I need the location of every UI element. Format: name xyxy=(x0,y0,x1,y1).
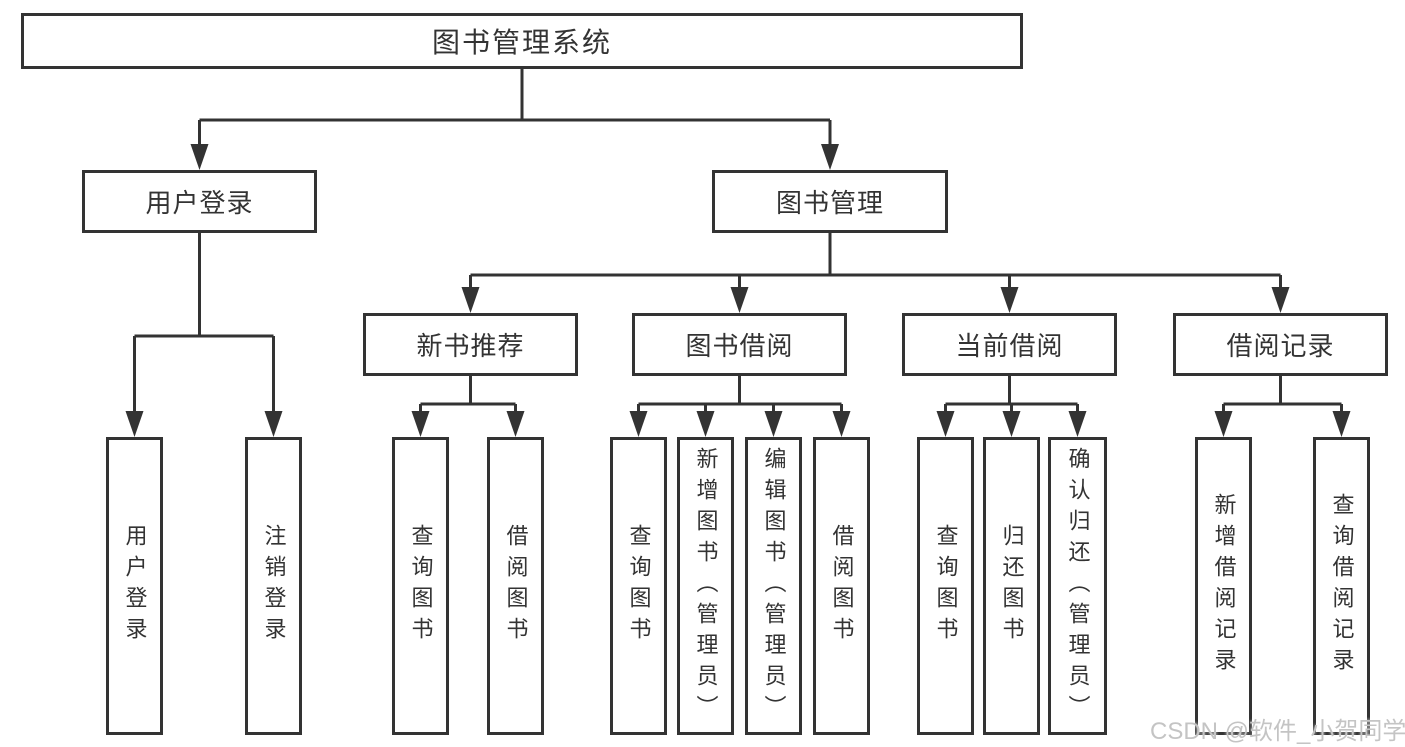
leaf-borrow-borrow-books: 借阅图书 xyxy=(813,437,870,735)
arrowhead xyxy=(1214,411,1233,437)
leaf-current-confirm-return-admin: 确认归还（管理员） xyxy=(1048,437,1107,735)
leaf-newbooks-query-books: 查询图书 xyxy=(392,437,449,735)
node-label: 用户登录 xyxy=(122,524,148,648)
arrowhead xyxy=(1068,411,1087,437)
node-label: 图书借阅 xyxy=(685,331,794,361)
connector-new-book-children xyxy=(411,376,525,437)
leaf-records-query-borrow-record: 查询借阅记录 xyxy=(1313,437,1370,735)
node-label: 新增图书（管理员） xyxy=(693,446,719,726)
node-label: 用户登录 xyxy=(145,188,254,218)
leaf-user-login: 用户登录 xyxy=(106,437,163,735)
connector-user-login-children xyxy=(125,233,283,437)
node-borrow-records: 借阅记录 xyxy=(1173,313,1388,376)
arrowhead xyxy=(1002,411,1021,437)
arrowhead xyxy=(125,411,144,437)
node-label: 新书推荐 xyxy=(416,331,525,361)
node-label: 确认归还（管理员） xyxy=(1065,446,1091,726)
node-label: 查询图书 xyxy=(408,524,434,648)
node-label: 查询图书 xyxy=(933,524,959,648)
node-label: 编辑图书（管理员） xyxy=(761,446,787,726)
node-label: 注销登录 xyxy=(261,524,287,648)
watermark: CSDN @软件_小贺同学 xyxy=(1150,718,1405,745)
arrowhead xyxy=(1332,411,1351,437)
leaf-borrow-query-books: 查询图书 xyxy=(610,437,667,735)
arrowhead xyxy=(821,144,839,170)
connector-book-management-children xyxy=(461,233,1290,313)
node-label: 图书管理系统 xyxy=(431,27,612,58)
arrowhead xyxy=(764,411,783,437)
connector-current-borrow-children xyxy=(936,376,1087,437)
arrowhead xyxy=(1271,287,1290,313)
leaf-borrow-edit-books-admin: 编辑图书（管理员） xyxy=(745,437,802,735)
connector-book-borrow-children xyxy=(629,376,851,437)
node-book-management: 图书管理 xyxy=(712,170,948,233)
node-label: 查询图书 xyxy=(626,524,652,648)
arrowhead xyxy=(936,411,955,437)
node-label: 新增借阅记录 xyxy=(1211,493,1237,679)
node-label: 借阅图书 xyxy=(829,524,855,648)
leaf-borrow-add-books-admin: 新增图书（管理员） xyxy=(677,437,734,735)
node-label: 借阅图书 xyxy=(503,524,529,648)
arrowhead xyxy=(190,144,209,170)
arrowhead xyxy=(696,411,715,437)
connector-root-to-level2 xyxy=(190,69,839,170)
node-current-borrow: 当前借阅 xyxy=(902,313,1117,376)
node-root: 图书管理系统 xyxy=(21,13,1023,69)
connector-borrow-records-children xyxy=(1214,376,1351,437)
node-label: 图书管理 xyxy=(775,188,884,218)
node-label: 借阅记录 xyxy=(1226,331,1335,361)
arrowhead xyxy=(506,411,525,437)
node-new-book-recommend: 新书推荐 xyxy=(363,313,578,376)
node-label: 当前借阅 xyxy=(955,331,1064,361)
leaf-current-query-books: 查询图书 xyxy=(917,437,974,735)
node-user-login: 用户登录 xyxy=(82,170,317,233)
arrowhead xyxy=(629,411,648,437)
node-label: 查询借阅记录 xyxy=(1329,493,1355,679)
leaf-current-return-books: 归还图书 xyxy=(983,437,1040,735)
node-book-borrow: 图书借阅 xyxy=(632,313,847,376)
leaf-newbooks-borrow-books: 借阅图书 xyxy=(487,437,544,735)
arrowhead xyxy=(461,287,480,313)
arrowhead xyxy=(832,411,851,437)
leaf-records-add-borrow-record: 新增借阅记录 xyxy=(1195,437,1252,735)
leaf-logout: 注销登录 xyxy=(245,437,302,735)
arrowhead xyxy=(730,287,749,313)
arrowhead xyxy=(411,411,430,437)
arrowhead xyxy=(1000,287,1019,313)
arrowhead xyxy=(264,411,283,437)
node-label: 归还图书 xyxy=(999,524,1025,648)
